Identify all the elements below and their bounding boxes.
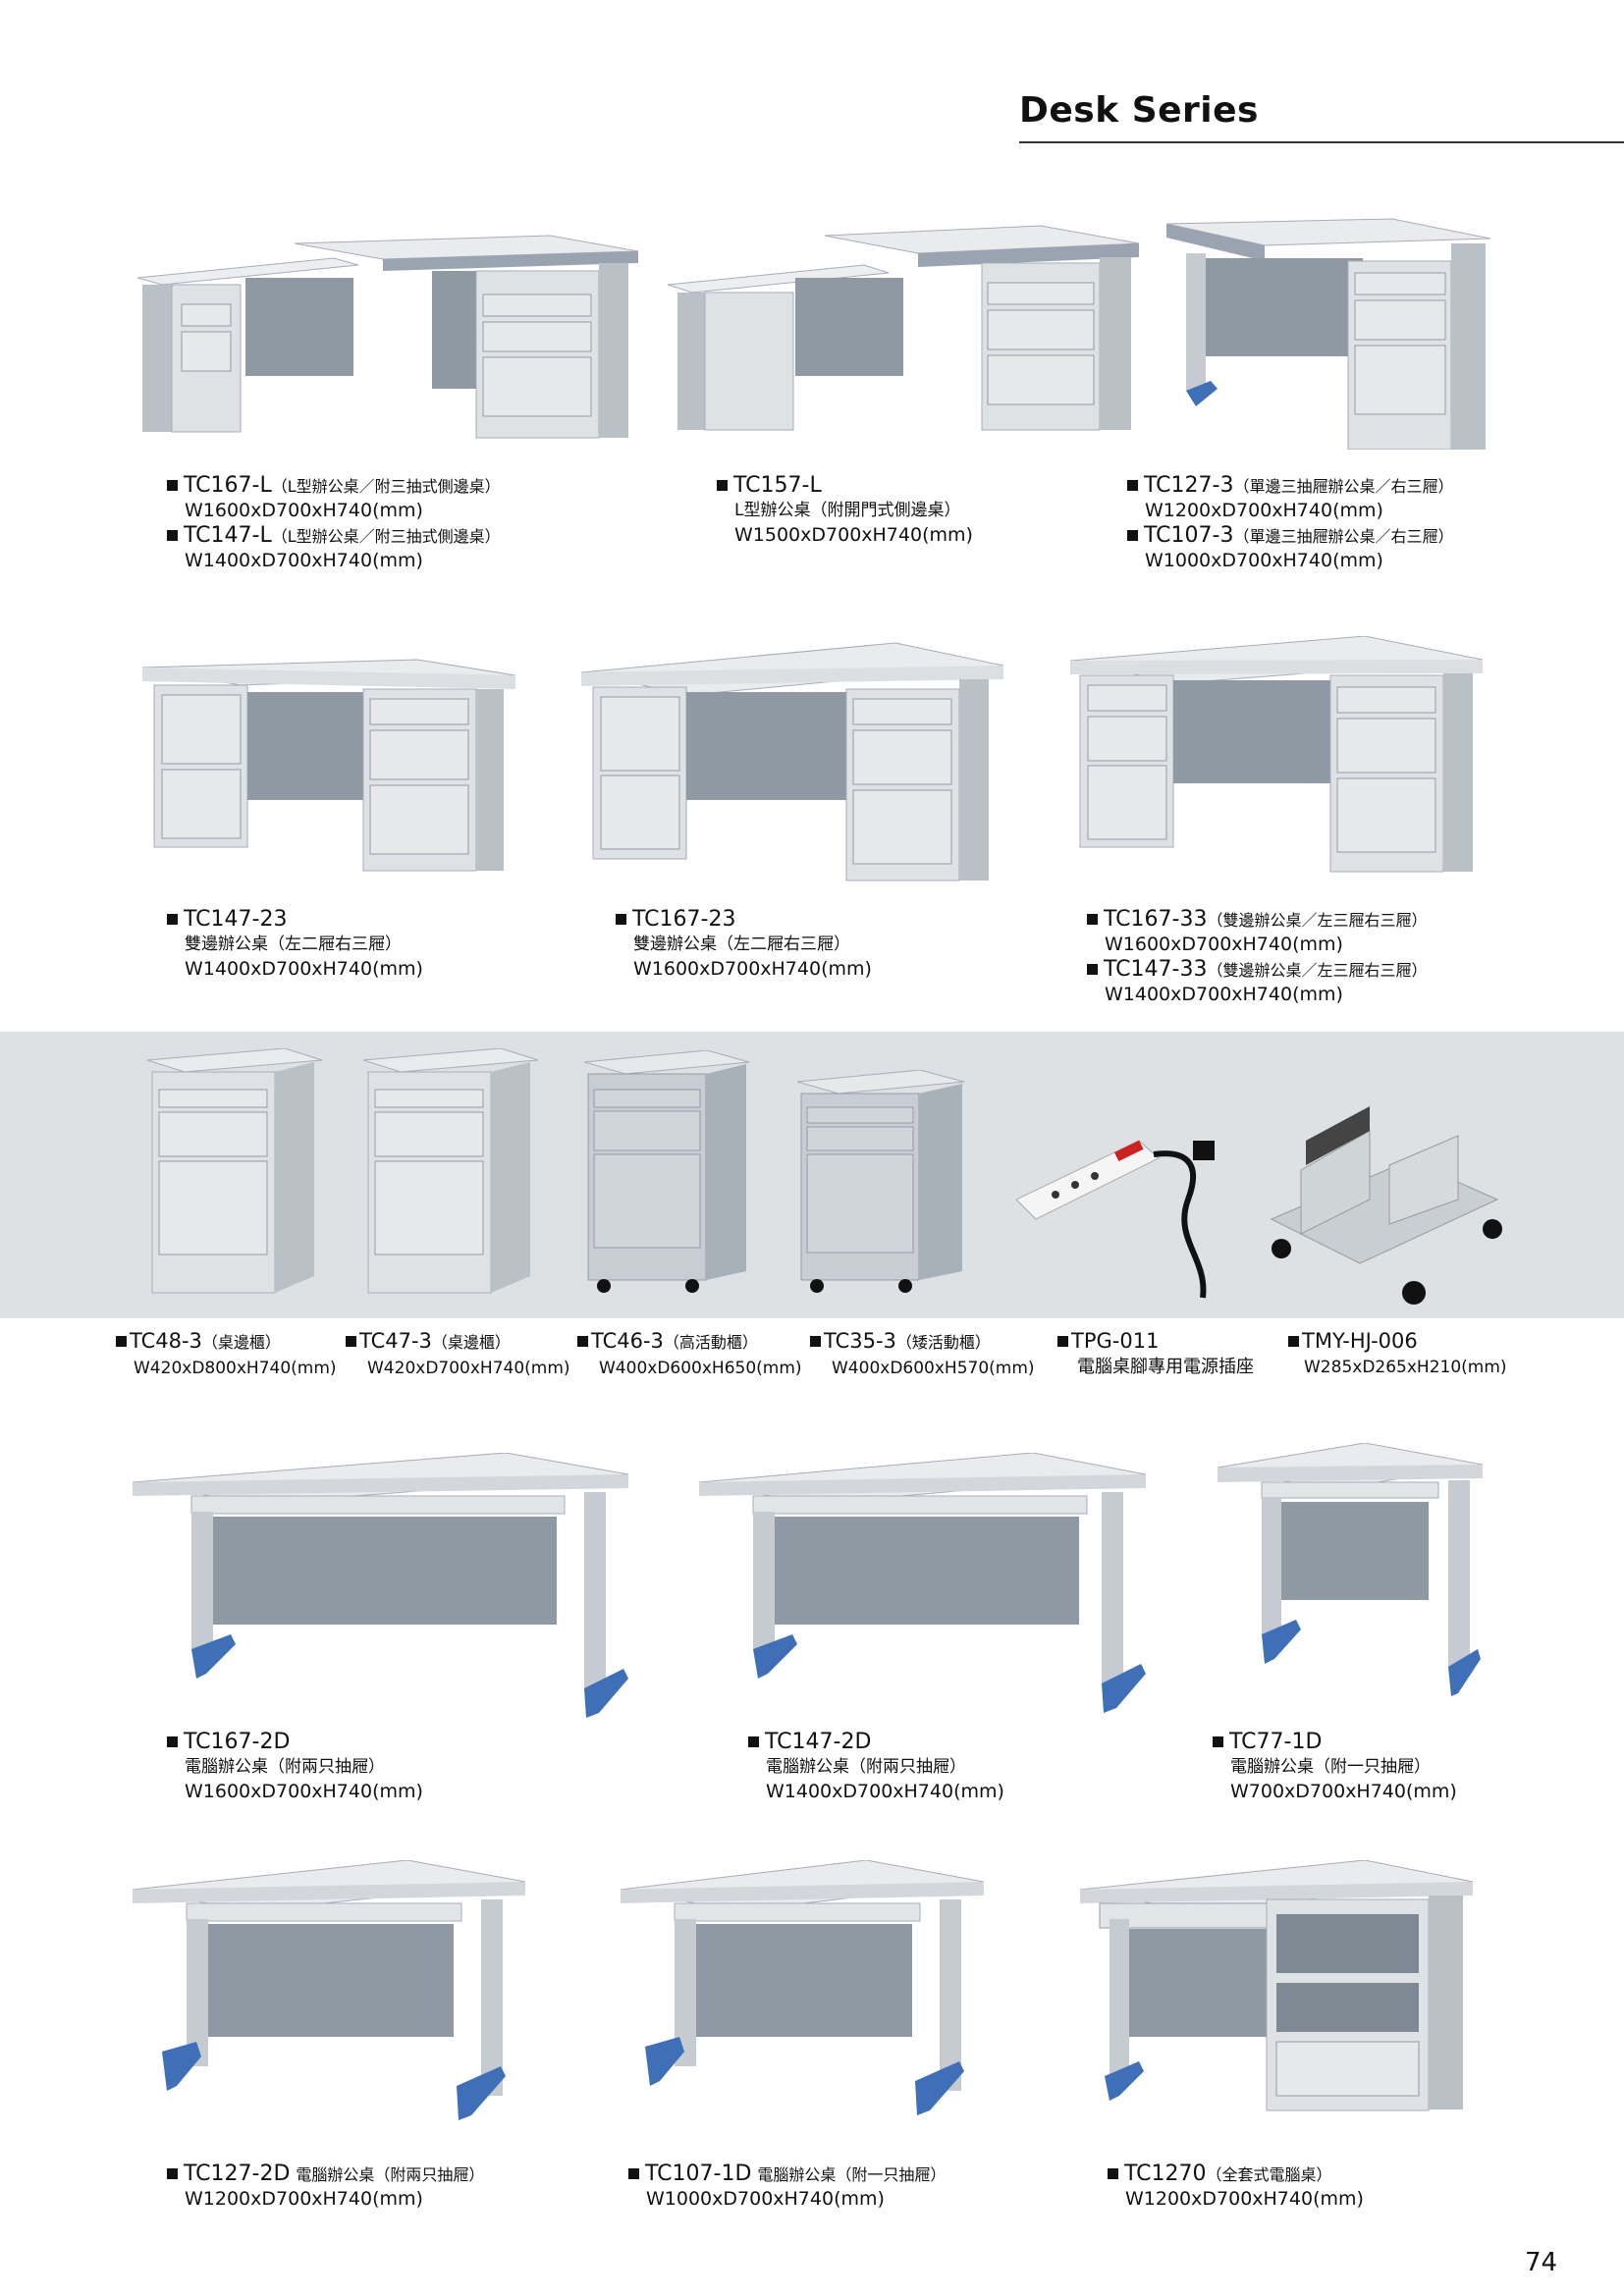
title-rule <box>1019 141 1624 143</box>
bullet-icon <box>1127 480 1138 491</box>
bullet-icon <box>1108 2168 1118 2179</box>
caption-tc46-3: TC46-3（高活動櫃） W400xD600xH650(mm) <box>577 1328 802 1381</box>
caption-tmy-hj-006: TMY-HJ-006 W285xD265xH210(mm) <box>1288 1328 1507 1380</box>
caption-tc47-3: TC47-3（桌邊櫃） W420xD700xH740(mm) <box>346 1328 570 1381</box>
computer-desk-tc167-2d-image <box>133 1453 628 1718</box>
computer-desk-tc127-2d-image <box>133 1860 525 2120</box>
cabinet-tc46-3-image <box>584 1050 750 1293</box>
caption-tc167-33: TC167-33（雙邊辦公桌／左三屜右三屜） W1600xD700xH740(m… <box>1087 907 1427 1007</box>
bullet-icon <box>167 1736 178 1747</box>
computer-desk-tc147-2d-image <box>699 1453 1146 1713</box>
page-title: Desk Series <box>1019 90 1259 131</box>
bullet-icon <box>717 480 728 491</box>
bullet-icon <box>810 1336 821 1347</box>
page-number: 74 <box>1525 2248 1558 2277</box>
desk-tc167-23-image <box>581 642 1003 881</box>
l-desk-tc157-l-image <box>668 225 1139 431</box>
cabinet-tc47-3-image <box>363 1048 539 1294</box>
caption-tc167-l: TC167-L（L型辦公桌／附三抽式側邊桌） W1600xD700xH740(m… <box>167 473 501 573</box>
bullet-icon <box>116 1336 127 1347</box>
bullet-icon <box>167 480 178 491</box>
caption-tc167-23: TC167-23 雙邊辦公桌（左二屜右三屜） W1600xD700xH740(m… <box>616 907 872 982</box>
bullet-icon <box>628 2168 639 2179</box>
desk-tc147-23-image <box>142 659 515 872</box>
caption-tc48-3: TC48-3（桌邊櫃） W420xD800xH740(mm) <box>116 1328 337 1381</box>
bullet-icon <box>1288 1336 1299 1347</box>
caption-tc147-23: TC147-23 雙邊辦公桌（左二屜右三屜） W1400xD700xH740(m… <box>167 907 423 982</box>
caption-tc147-2d: TC147-2D 電腦辦公桌（附兩只抽屜） W1400xD700xH740(mm… <box>748 1730 1004 1804</box>
caption-tc77-1d: TC77-1D 電腦辦公桌（附一只抽屜） W700xD700xH740(mm) <box>1213 1730 1457 1804</box>
caption-tc1270: TC1270（全套式電腦桌） W1200xD700xH740(mm) <box>1108 2162 1364 2212</box>
bullet-icon <box>1127 530 1138 541</box>
caption-tpg-011: TPG-011 電腦桌腳專用電源插座 <box>1057 1328 1254 1380</box>
bullet-icon <box>167 530 178 541</box>
caption-tc35-3: TC35-3（矮活動櫃） W400xD600xH570(mm) <box>810 1328 1035 1381</box>
cabinet-tc48-3-image <box>147 1048 323 1294</box>
caption-tc127-3: TC127-3（單邊三抽屜辦公桌／右三屜） W1200xD700xH740(mm… <box>1127 473 1453 573</box>
power-strip-tpg-011-image <box>1016 1141 1215 1299</box>
l-desk-tc167-l-image <box>137 235 638 439</box>
cpu-stand-tmy-hj-006-image <box>1270 1106 1502 1305</box>
bullet-icon <box>1057 1336 1068 1347</box>
caption-tc157-l: TC157-L L型辦公桌（附開門式側邊桌） W1500xD700xH740(m… <box>717 473 973 548</box>
desk-tc167-33-image <box>1070 636 1483 873</box>
bullet-icon <box>1213 1736 1223 1747</box>
cabinet-tc35-3-image <box>797 1070 965 1293</box>
bullet-icon <box>577 1336 588 1347</box>
computer-desk-tc107-1d-image <box>621 1860 984 2115</box>
bullet-icon <box>1087 964 1098 975</box>
caption-tc167-2d: TC167-2D 電腦辦公桌（附兩只抽屜） W1600xD700xH740(mm… <box>167 1730 423 1804</box>
bullet-icon <box>748 1736 759 1747</box>
computer-desk-tc1270-image <box>1080 1860 1474 2111</box>
bullet-icon <box>167 2168 178 2179</box>
computer-desk-tc77-1d-image <box>1218 1443 1483 1696</box>
bullet-icon <box>167 914 178 925</box>
bullet-icon <box>616 914 626 925</box>
bullet-icon <box>346 1336 356 1347</box>
bullet-icon <box>1087 914 1098 925</box>
desk-tc127-3-image <box>1166 218 1490 450</box>
